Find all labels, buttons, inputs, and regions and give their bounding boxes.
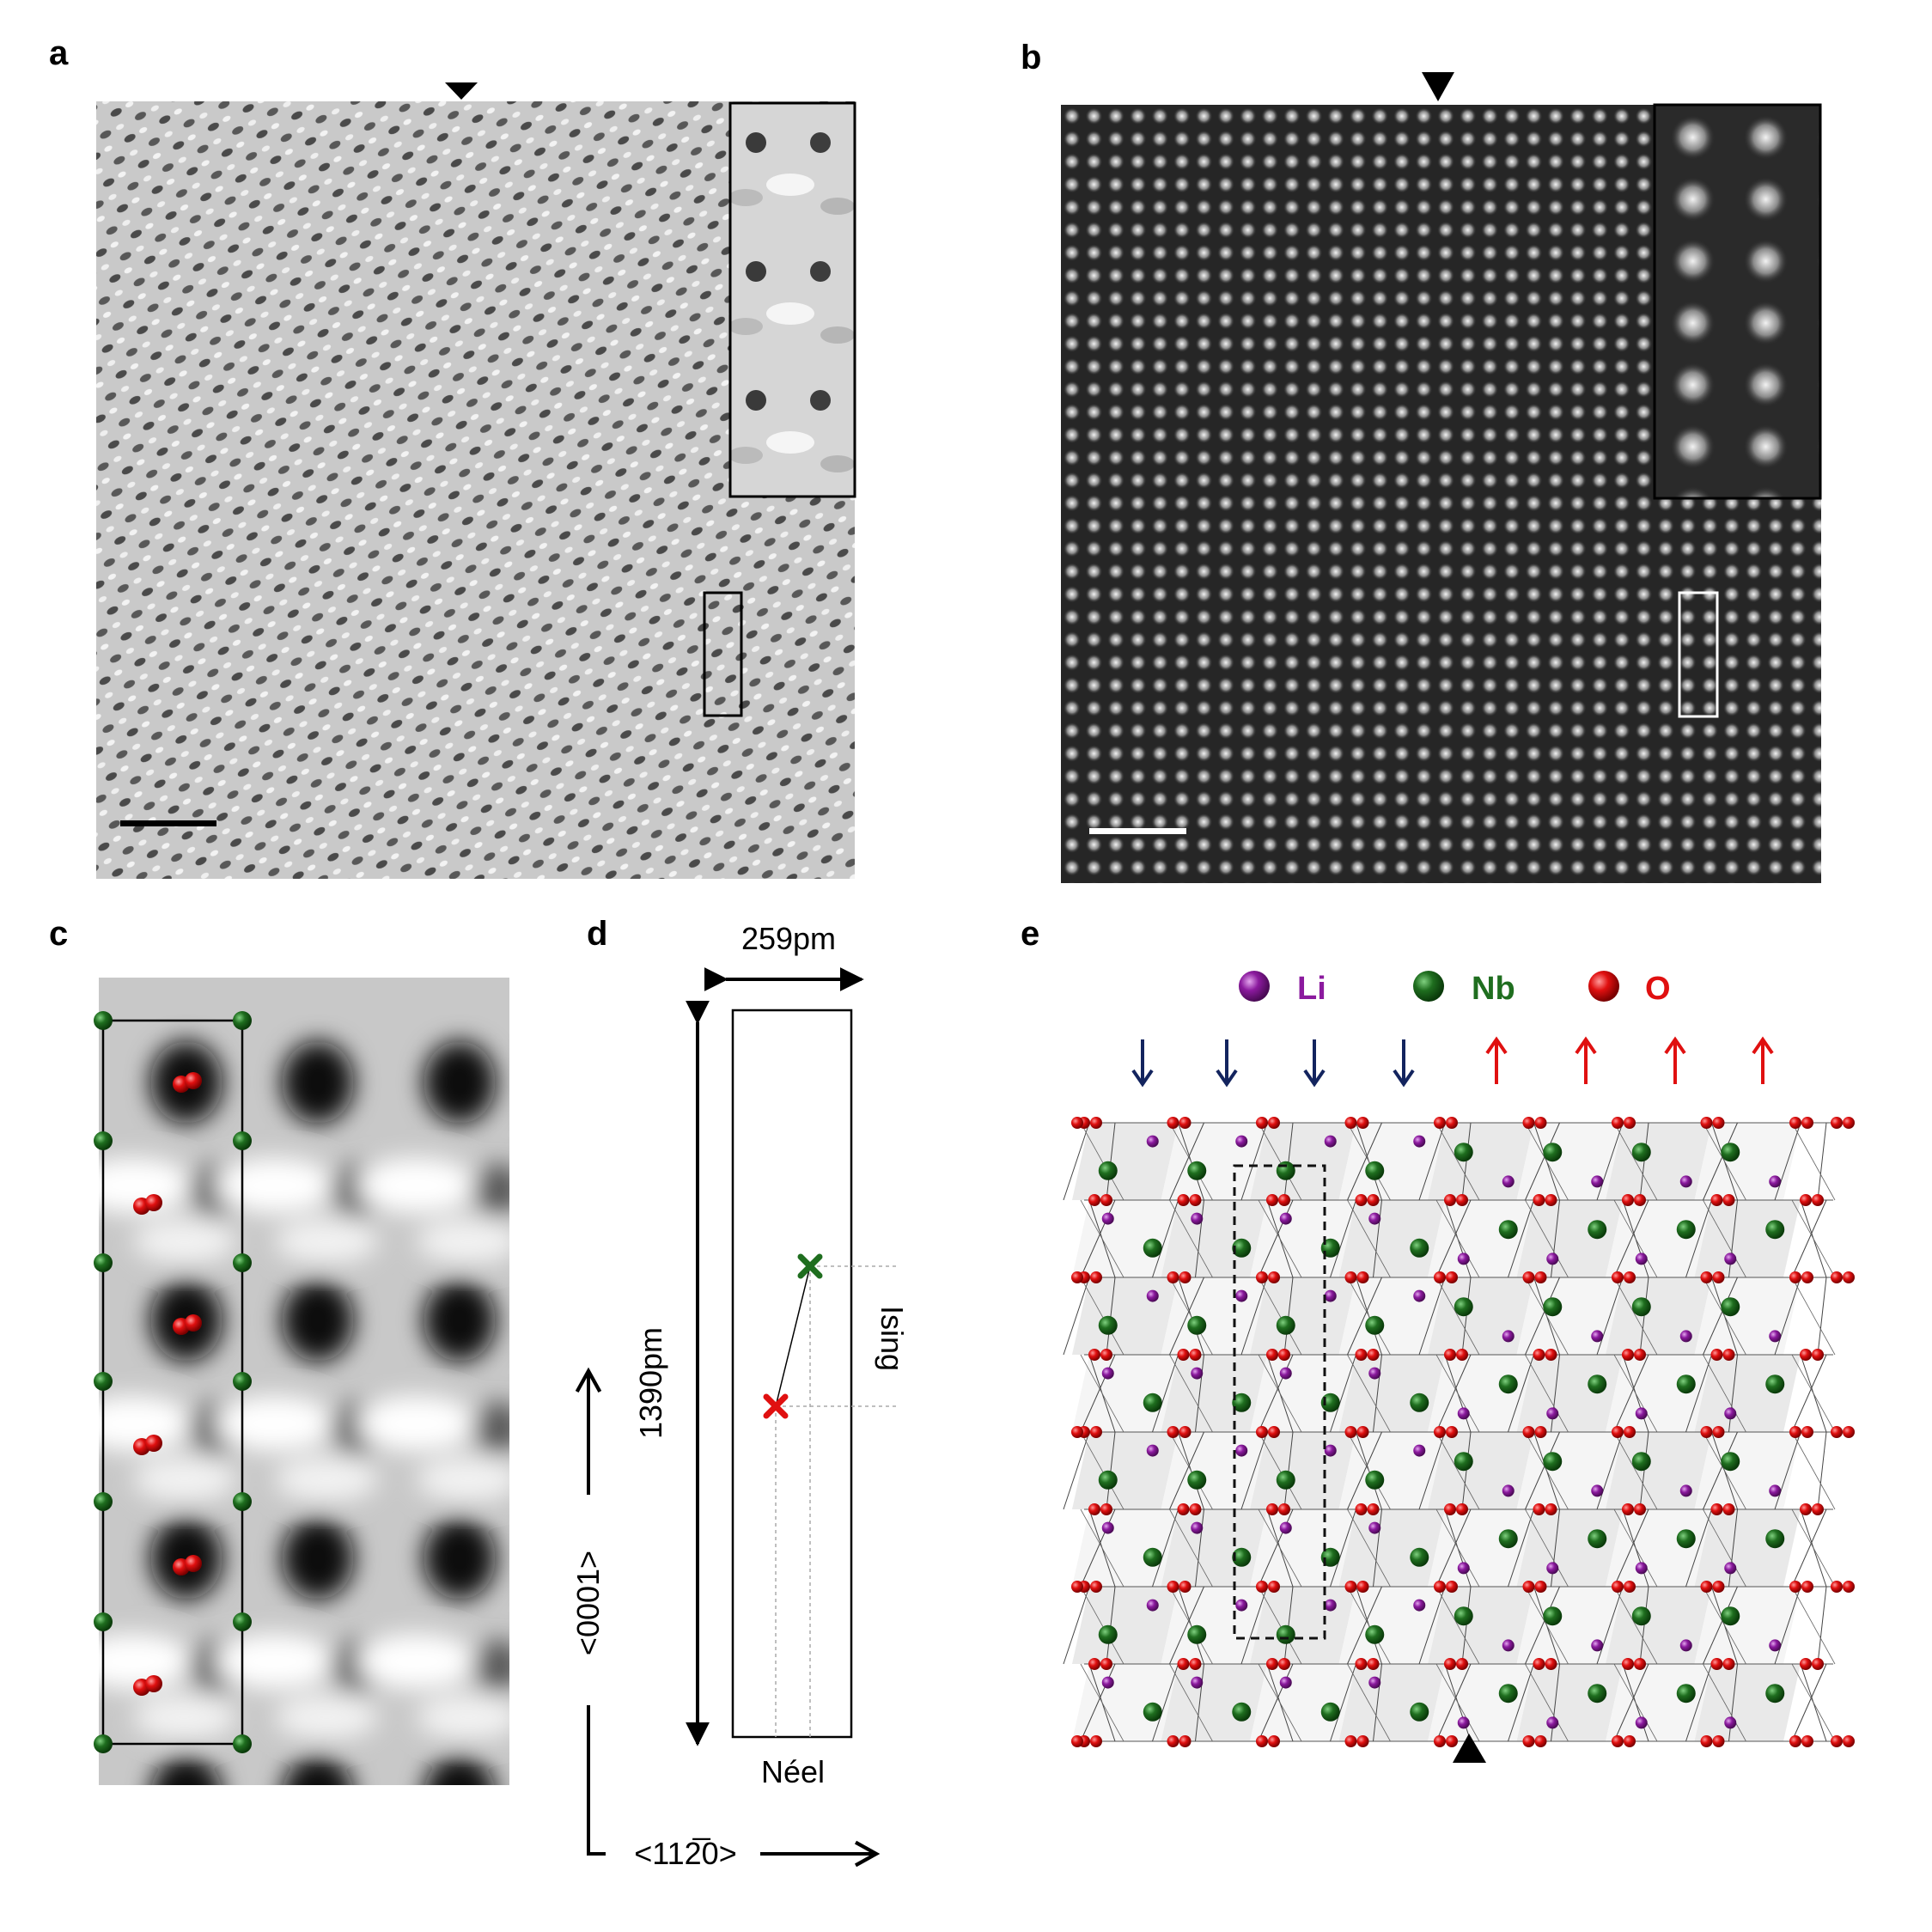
haadf-inset (1653, 103, 1822, 500)
nb-atom (233, 1131, 252, 1150)
neel-label: Néel (761, 1754, 825, 1789)
unit-cell-outline-d (731, 1009, 853, 1739)
hrtem-inset-region (703, 591, 743, 717)
scale-bar-a (120, 820, 216, 826)
legend-li-label: Li (1297, 971, 1326, 1007)
nb-atom (233, 1253, 252, 1272)
scale-bar-b (1089, 828, 1186, 834)
legend-nb-swatch (1413, 971, 1444, 1002)
domain-wall-marker-e (1453, 1734, 1486, 1763)
positive-charge-center-marker (763, 1393, 789, 1419)
polarization-arrows (1131, 1036, 1774, 1088)
nb-atom (94, 1612, 113, 1631)
ising-label: Ising (875, 1306, 910, 1371)
hrtem-image (96, 101, 855, 879)
simulated-image (99, 978, 509, 1785)
o-atom (185, 1072, 202, 1089)
panel-b: b (1021, 39, 1822, 883)
haadf-inset-region (1678, 591, 1719, 718)
axis-a-label: <112̅0> (634, 1836, 736, 1871)
nb-atom (94, 1131, 113, 1150)
o-atom (145, 1675, 162, 1692)
panel-b-letter: b (1021, 39, 1041, 76)
panel-e: e Li Nb O (1021, 915, 1855, 1763)
unit-cell-atoms (94, 1011, 252, 1753)
width-label: 259pm (741, 921, 836, 956)
height-label: 1390pm (633, 1327, 668, 1439)
panel-c: c (49, 915, 509, 1785)
legend: Li Nb O (1239, 971, 1671, 1007)
panel-a: a (49, 34, 856, 879)
o-atom (145, 1435, 162, 1452)
legend-o-label: O (1645, 971, 1671, 1007)
nb-atom (94, 1492, 113, 1511)
nb-atom (233, 1492, 252, 1511)
o-atom (185, 1314, 202, 1332)
domain-wall-marker-b (1422, 72, 1454, 101)
panel-d-letter: d (587, 915, 607, 953)
legend-o-swatch (1588, 971, 1619, 1002)
unit-cell-outline-e (1233, 1164, 1326, 1640)
crystal-structure-model (1063, 1117, 1855, 1747)
nb-atom (94, 1011, 113, 1030)
domain-wall-marker-a (445, 82, 478, 100)
panel-a-letter: a (49, 34, 69, 72)
o-atom (185, 1555, 202, 1572)
panel-e-letter: e (1021, 915, 1039, 953)
centers-connector (775, 1265, 811, 1407)
nb-atom (94, 1253, 113, 1272)
nb-atom (94, 1734, 113, 1753)
nb-atom (233, 1734, 252, 1753)
nb-atom (233, 1011, 252, 1030)
nb-atom (94, 1372, 113, 1391)
legend-li-swatch (1239, 971, 1270, 1002)
panel-d: d 259pm 1390pm Ising Néel <0001> <112̅0> (570, 915, 910, 1871)
legend-nb-label: Nb (1472, 971, 1515, 1007)
negative-charge-center-marker (797, 1253, 823, 1279)
o-atom (145, 1194, 162, 1211)
nb-atom (233, 1612, 252, 1631)
panel-c-letter: c (49, 915, 68, 953)
hrtem-inset (728, 101, 856, 498)
axis-c-label: <0001> (570, 1551, 606, 1655)
nb-atom (233, 1372, 252, 1391)
